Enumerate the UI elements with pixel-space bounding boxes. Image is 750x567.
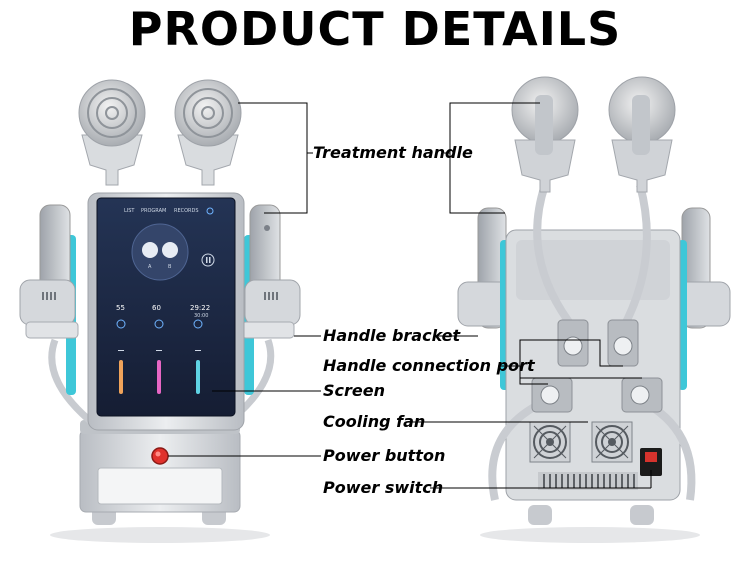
power-button[interactable] [151,447,169,465]
screen-tab-list[interactable]: LIST [124,208,135,214]
touch-screen[interactable]: LIST PROGRAM RECORDS A B 55 60 29:22 30:… [96,197,236,417]
handle-connection-port-right [607,319,639,367]
callout-treatment-handle: Treatment handle [313,143,473,162]
callout-cooling-fan: Cooling fan [323,412,426,431]
front-left-handle [19,204,76,326]
callout-lines [168,102,652,489]
front-handle-bracket-right [241,321,295,339]
callout-power-button: Power button [323,446,446,465]
back-treatment-handle-left [511,76,579,193]
rear-vent [538,472,638,490]
cooling-fan-right [591,421,633,463]
callout-screen: Screen [323,381,385,400]
back-foot-left [528,505,552,525]
screen-tab-records[interactable]: RECORDS [174,208,199,214]
front-handle-bracket-left [25,321,79,339]
slider-b[interactable] [157,360,161,394]
power-switch[interactable] [640,448,662,476]
page-title: PRODUCT DETAILS [128,2,622,56]
screen-value-3-sub: 30:00 [194,313,208,319]
callout-power-switch: Power switch [323,478,444,497]
callout-handle-bracket: Handle bracket [323,326,461,345]
back-foot-right [630,505,654,525]
screen-label-b: B [168,264,172,270]
front-treatment-handle-right [174,79,242,186]
cooling-fan-left [529,421,571,463]
back-treatment-handle-right [608,76,676,193]
screen-value-1: 55 [116,304,125,312]
slider-a[interactable] [119,360,123,394]
screen-value-3: 29:22 [190,304,210,312]
front-view: LIST PROGRAM RECORDS A B 55 60 29:22 30:… [19,79,301,543]
screen-tab-program[interactable]: PROGRAM [141,208,166,214]
screen-value-2: 60 [152,304,161,312]
slider-time[interactable] [196,360,200,394]
pause-icon[interactable] [201,253,215,267]
front-right-handle [244,204,301,326]
callout-handle-connection-port: Handle connection port [323,356,535,375]
back-view [457,76,731,543]
handle-connection-port-left [557,319,589,367]
screen-label-a: A [148,264,152,270]
front-treatment-handle-left [78,79,146,186]
